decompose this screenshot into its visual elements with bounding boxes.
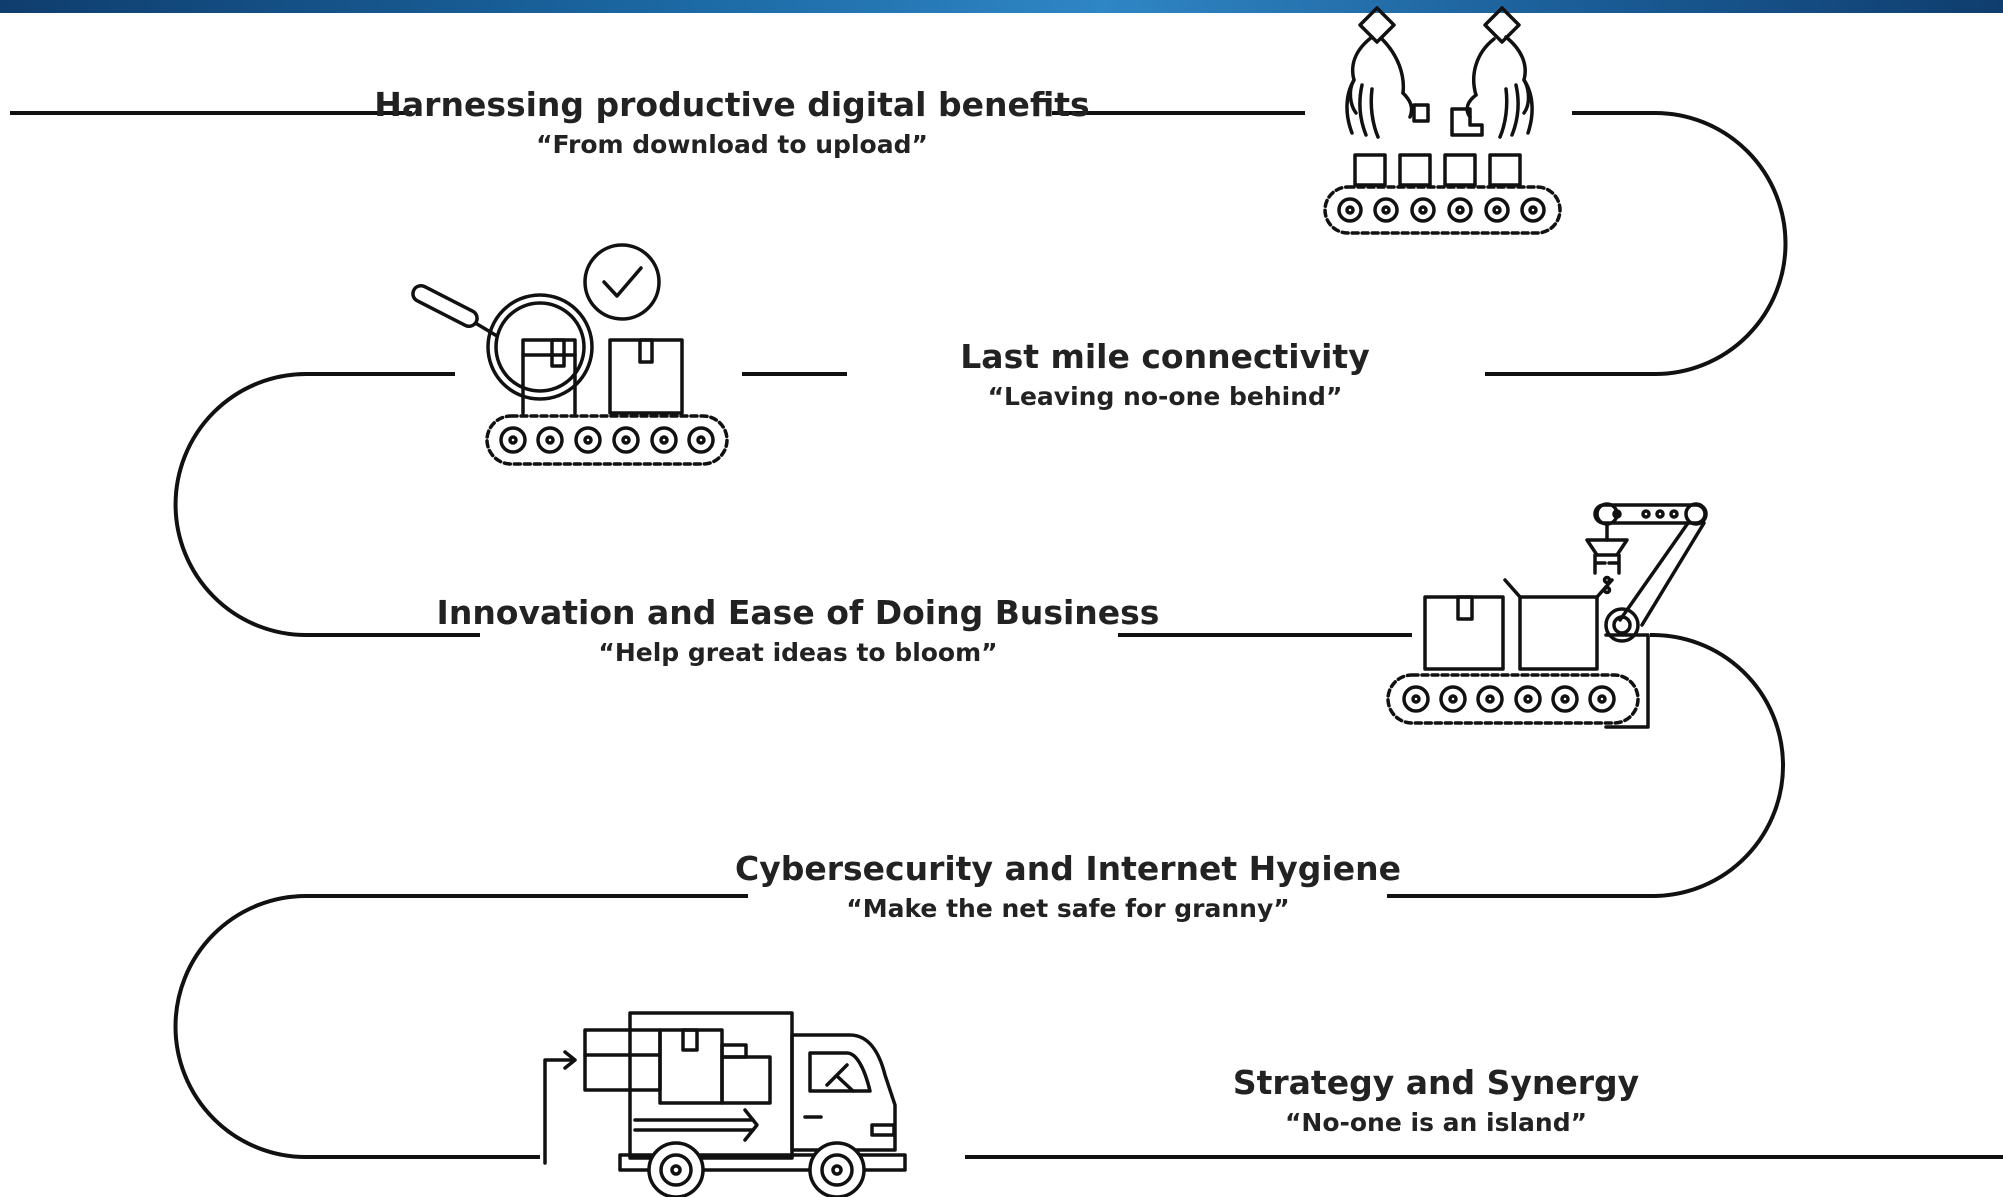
step-2-quote: “Leaving no-one behind” [987,382,1343,411]
step-5-quote: “No-one is an island” [1284,1108,1588,1137]
step-1-quote: “From download to upload” [536,130,928,159]
inspection-conveyor-icon [411,243,729,466]
step-2: Last mile connectivity “Leaving no-one b… [960,337,1369,415]
step-3: Innovation and Ease of Doing Business “H… [437,593,1160,671]
step-1: Harnessing productive digital benefits “… [374,85,1089,163]
step-3-quote: “Help great ideas to bloom” [598,638,998,667]
robotic-arm-conveyor-icon [1386,502,1708,729]
step-4-quote: “Make the net safe for granny” [846,894,1290,923]
step-5: Strategy and Synergy “No-one is an islan… [1233,1063,1639,1141]
step-1-title: Harnessing productive digital benefits [374,85,1090,124]
step-2-title: Last mile connectivity [960,337,1370,376]
delivery-truck-icon [543,1011,907,1197]
step-3-title: Innovation and Ease of Doing Business [436,593,1160,632]
step-4-title: Cybersecurity and Internet Hygiene [735,849,1401,888]
robot-hands-conveyor-icon [1323,6,1562,235]
step-5-title: Strategy and Synergy [1232,1063,1640,1102]
step-4: Cybersecurity and Internet Hygiene “Make… [735,849,1401,927]
